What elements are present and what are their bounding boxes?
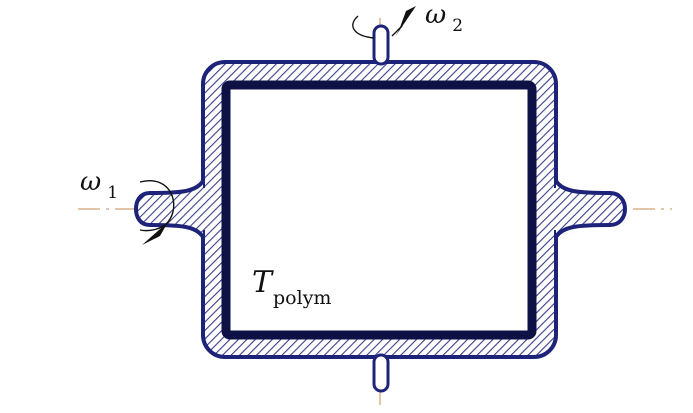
rotation-arrow-omega1 [139, 180, 175, 232]
mold-inner-wall [221, 80, 537, 340]
right-shaft [554, 179, 628, 239]
temperature-label: Tpolym [252, 265, 331, 309]
rotation-arrowhead-omega1 [142, 222, 168, 245]
top-pin [372, 24, 390, 66]
rotation-arrowhead-omega2 [395, 6, 416, 37]
left-shaft [133, 179, 205, 239]
bottom-pin [372, 353, 390, 393]
